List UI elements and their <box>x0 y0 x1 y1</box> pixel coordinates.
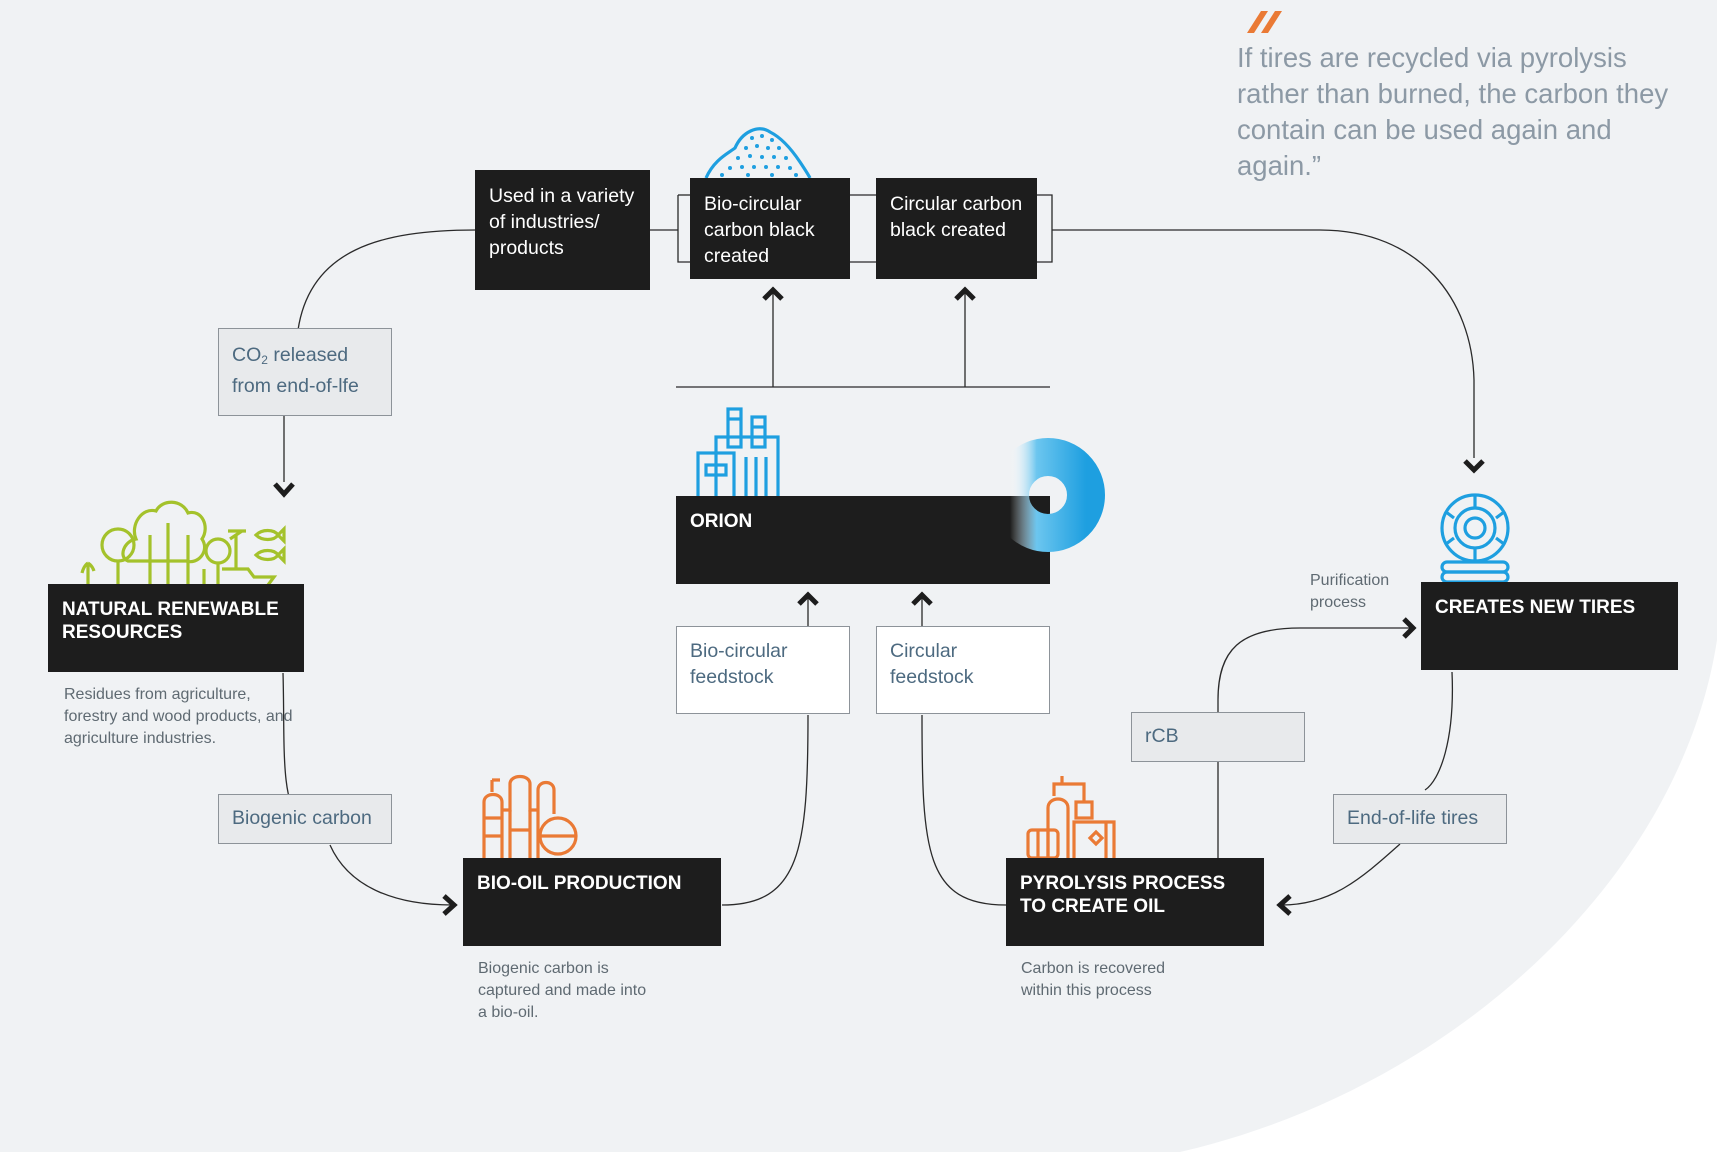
pull-quote: If tires are recycled via pyrolysis rath… <box>1237 42 1669 181</box>
arrow-left-pyrolysis <box>1276 894 1292 916</box>
co2-text: CO <box>232 344 262 366</box>
used-industries-box: Used in a variety of industries/ product… <box>475 170 650 290</box>
pyrolysis-process-box: PYROLYSIS PROCESS TO CREATE OIL <box>1006 858 1264 946</box>
end-of-life-tires-label: End-of-life tires <box>1333 794 1507 844</box>
natural-renewable-resources-box: NATURAL RENEWABLE RESOURCES <box>48 584 304 672</box>
co2-subscript: 2 <box>261 353 268 367</box>
refinery-icon <box>482 774 580 860</box>
arrow-up-bio-circular-cb <box>762 286 784 301</box>
bio-oil-production-box: BIO-OIL PRODUCTION <box>463 858 721 946</box>
circular-feedstock-label: Circular feedstock <box>876 626 1050 714</box>
co2-end-of-life-text: from end-of-lfe <box>232 375 359 397</box>
co2-released-text: released <box>267 344 349 366</box>
arrow-right-purification <box>1402 617 1417 639</box>
bio-oil-caption: Biogenic carbon is captured and made int… <box>478 960 647 1021</box>
pyrolysis-caption: Carbon is recovered within this process <box>1021 960 1166 999</box>
creates-new-tires-box: CREATES NEW TIRES <box>1421 582 1678 670</box>
bio-circular-carbon-black-box: Bio-circular carbon black created <box>690 178 850 279</box>
quote-slash-icon <box>1247 11 1282 33</box>
forest-nature-icon <box>80 500 286 585</box>
biogenic-carbon-label: Biogenic carbon <box>218 794 392 844</box>
bio-circular-feedstock-label: Bio-circular feedstock <box>676 626 850 714</box>
tire-icon <box>1440 493 1510 584</box>
arrow-up-circular <box>911 591 933 606</box>
pyrolysis-plant-icon <box>1026 776 1120 862</box>
arrow-right-bio-oil <box>442 894 458 916</box>
arrow-down-new-tires <box>1463 459 1485 474</box>
factory-icon <box>696 407 780 500</box>
arrow-down-natural <box>273 482 295 498</box>
co2-released-label: CO2 released from end-of-lfe <box>218 328 392 416</box>
orion-ring-logo-icon <box>991 438 1105 552</box>
purification-process-label: Purification process <box>1310 572 1390 611</box>
arrow-up-circular-cb <box>954 286 976 301</box>
orion-box: ORION <box>676 496 1050 584</box>
rcb-label: rCB <box>1131 712 1305 762</box>
circular-carbon-black-box: Circular carbon black created <box>876 178 1037 279</box>
natural-caption: Residues from agriculture, forestry and … <box>64 686 293 747</box>
arrow-up-bio-circular <box>797 591 819 606</box>
carbon-black-pile-icon <box>704 127 812 179</box>
